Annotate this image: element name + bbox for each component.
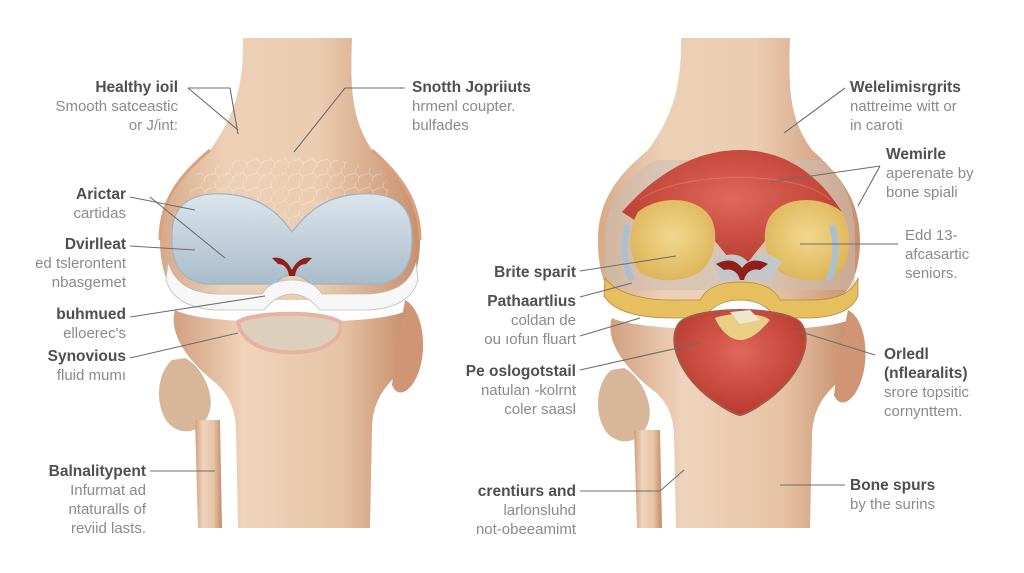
label-desc: afcasartic [905,246,970,263]
label-desc: Edd 13- [905,227,958,244]
label-desc: bulfades [412,117,469,134]
label-dvirlleat: Dvirlleat ed tslerontent nbasgemet [10,235,126,292]
meniscus [165,261,419,311]
label-title: Arictar [76,186,126,203]
label-subtitle: (nflearalits) [884,365,968,382]
label-desc: Smooth satceastic [55,98,178,115]
arthritic-knee [597,38,866,528]
healthy-knee [158,38,424,528]
worn-cartilage-right [764,200,850,281]
label-title: Bone spurs [850,477,936,494]
label-desc: aperenate by [886,165,974,182]
label-desc: larlonsluhd [503,502,576,519]
label-buhmued: buhmued elloerec's [20,305,126,343]
label-desc: ed tslerontent [35,255,126,272]
label-balnalitypent: Balnalitypent Infurmat ad ntaturalls of … [20,462,146,538]
cartilage [171,193,413,285]
label-healthy-joint: Healthy ioil Smooth satceastic or J/int: [40,78,178,135]
label-title: Welelimisrgrits [850,79,961,96]
label-pathaartlius: Pathaartlius coldan de ou ıofun fluart [440,292,576,349]
label-desc: nattreime witt or [850,98,957,115]
label-crentiurs: crentiurs and larlonsluhd not-obeeamimt [440,482,576,539]
label-desc: bone spiali [886,184,958,201]
label-wemirle: Wemirle aperenate by bone spiali [886,145,974,202]
label-title: Balnalitypent [48,463,146,480]
label-title: Brite sparit [494,264,576,281]
label-brite-sparit: Brite sparit [440,263,576,282]
label-title: Pathaartlius [487,293,576,310]
label-desc: cornynttem. [884,403,963,420]
label-desc: reviid lasts. [70,520,146,537]
label-desc: in caroti [850,117,903,134]
fibula [195,420,222,528]
label-desc: coler saasl [504,401,576,418]
label-edd13: Edd 13- afcasartic seniors. [905,226,969,283]
label-title: crentiurs and [477,483,576,500]
label-orledl: Orledl (nflearalits) srore topsitic corn… [884,345,969,421]
label-title: Pe oslogotstail [465,363,576,380]
leader-lines [129,87,898,492]
label-bone-spurs: Bone spurs by the surins [850,476,935,514]
label-desc: ntaturalls of [68,501,146,518]
label-desc: elloerec's [63,325,126,342]
label-desc: not-obeeamimt [475,521,576,538]
label-welelimisrgrits: Welelimisrgrits nattreime witt or in car… [850,78,961,135]
label-title: Healthy ioil [95,79,178,96]
label-title: Synovious [47,348,126,365]
inflamed-synovium [673,309,807,417]
label-smooth-joints: Snotth Jopriiuts hrmenl coupter. bulfade… [412,78,531,135]
fibula-head [158,358,211,432]
label-desc: seniors. [905,265,958,282]
label-desc: nbasgemet [51,274,126,291]
label-title: Snotth Jopriiuts [412,79,531,96]
label-desc: hrmenl coupter. [412,98,516,115]
label-desc: coldan de [510,312,576,329]
label-desc: or J/int: [128,117,178,134]
worn-cartilage-left [630,200,716,281]
label-title: buhmued [56,306,126,323]
label-desc: srore topsitic [884,384,970,401]
synovial-fluid [235,311,343,355]
label-pe-oslogotstail: Pe oslogotstail natulan -kolrnt coler sa… [440,362,576,419]
label-desc: Infurmat ad [70,482,146,499]
label-desc: by the surins [850,496,936,513]
label-desc: cartidas [73,205,126,222]
label-title: Orledl [884,346,929,363]
label-desc: ou ıofun fluart [484,331,576,348]
label-articular: Arictar cartidas [20,185,126,223]
label-desc: fluid mumı [56,367,126,384]
label-title: Wemirle [886,146,947,163]
tibia [173,310,414,528]
label-synovious: Synovious fluid mumı [20,347,126,385]
label-desc: natulan -kolrnt [480,382,576,399]
label-title: Dvirlleat [64,236,126,253]
